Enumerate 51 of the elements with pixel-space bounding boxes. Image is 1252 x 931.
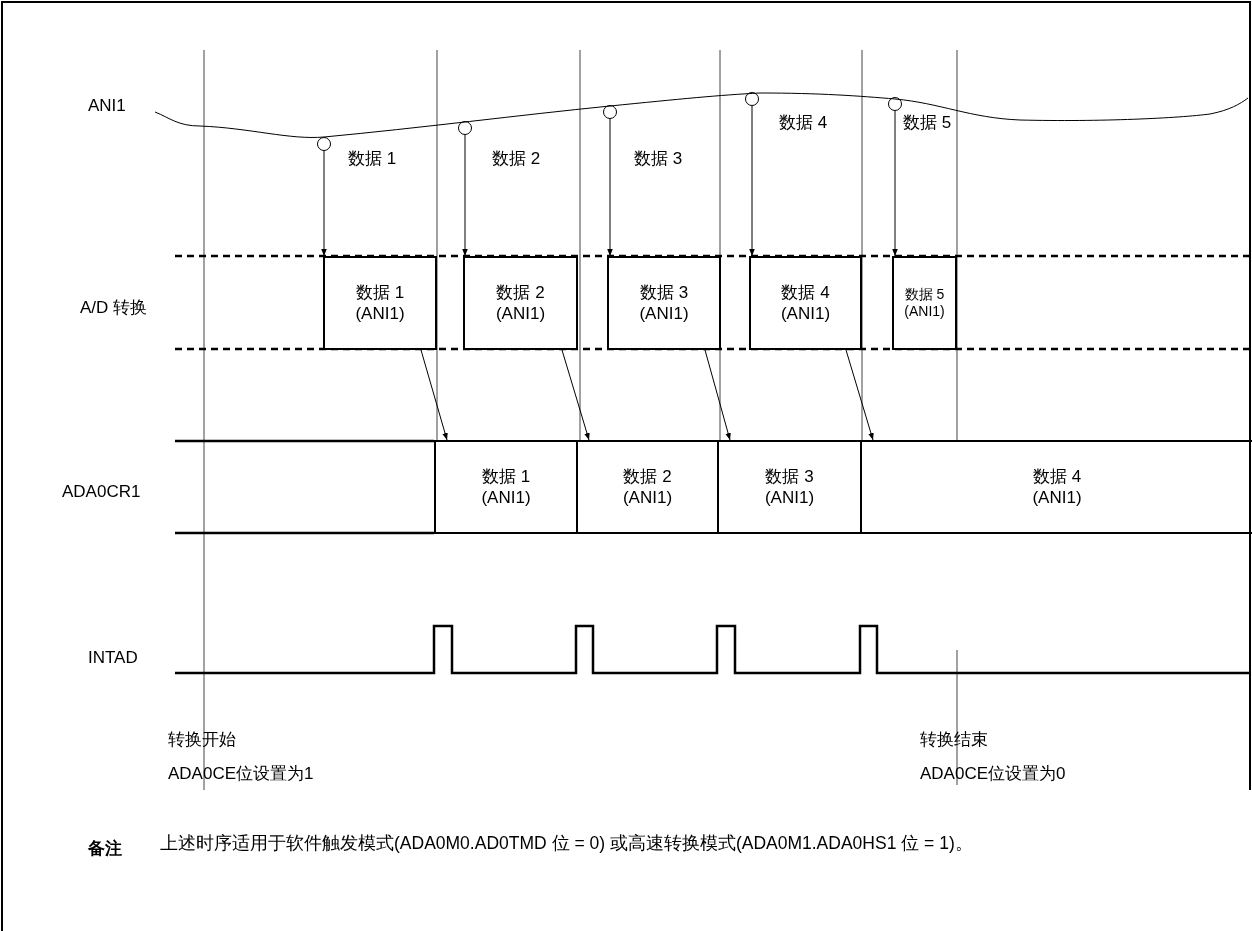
conversion-box: [323, 256, 437, 350]
conversion-box: [892, 256, 957, 350]
data-label: 数据 3: [634, 148, 683, 170]
arrow: [462, 134, 468, 257]
arrow: [749, 105, 755, 257]
register-cell: [576, 440, 717, 534]
data-text: (ANI1): [1032, 487, 1082, 509]
signal-name: ADA0CR1: [62, 481, 141, 503]
data-text: (ANI1): [764, 487, 815, 509]
data-text: 数据 2: [623, 465, 672, 487]
arrow: [607, 118, 613, 257]
arrow: [845, 349, 874, 441]
data-label: 数据 2: [492, 148, 541, 170]
data-text: 数据 1: [355, 281, 405, 303]
data-text: (ANI1): [639, 303, 689, 325]
note-heading: 备注: [88, 838, 122, 860]
arrow: [561, 349, 590, 441]
data-text: (ANI1): [780, 303, 831, 325]
register-cell: [434, 440, 576, 534]
signal-name: INTAD: [88, 647, 138, 669]
data-text: (ANI1): [622, 487, 673, 509]
note-text: 上述时序适用于软件触发模式(ADA0M0.AD0TMD 位 = 0) 或高速转换模式(ADA0M1.ADA0HS1 位 = 1)。: [160, 832, 974, 855]
data-text: 数据 3: [639, 281, 689, 303]
conversion-box: [463, 256, 578, 350]
signal-name: ANI1: [88, 95, 126, 117]
event-note: ADA0CE位设置为0: [920, 763, 1066, 785]
data-text: 数据 1: [481, 465, 531, 487]
arrow: [892, 110, 898, 257]
signal-name: A/D 转换: [80, 297, 148, 319]
arrow: [704, 349, 731, 441]
data-text: (ANI1): [355, 303, 405, 325]
register-cell: [717, 440, 860, 534]
data-text: 数据 4: [1032, 465, 1082, 487]
event-note: 转换开始: [168, 729, 236, 751]
data-text: 数据 4: [781, 281, 830, 303]
data-label: 数据 5: [903, 112, 952, 134]
conversion-box: [749, 256, 862, 350]
data-label: 数据 4: [779, 112, 828, 134]
event-note: 转换结束: [920, 729, 988, 751]
data-text: 数据 3: [765, 465, 814, 487]
event-note: ADA0CE位设置为1: [168, 763, 314, 785]
data-text: (ANI1): [904, 303, 945, 321]
data-text: (ANI1): [495, 303, 546, 325]
register-cell: [860, 440, 1252, 534]
data-text: 数据 2: [496, 281, 545, 303]
data-text: 数据 5: [904, 285, 945, 303]
conversion-box: [607, 256, 721, 350]
data-label: 数据 1: [348, 148, 397, 170]
data-text: (ANI1): [481, 487, 531, 509]
arrow: [321, 150, 327, 257]
arrow: [420, 349, 448, 441]
